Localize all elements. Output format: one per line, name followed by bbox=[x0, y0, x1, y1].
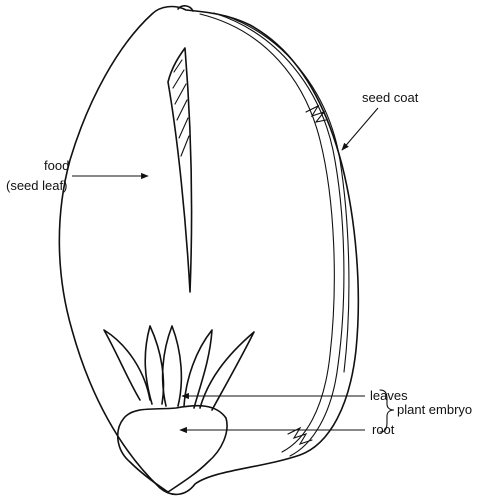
embryo-leaf-1 bbox=[103, 329, 151, 401]
embryo-leaf-5 bbox=[199, 331, 255, 411]
embryo-root bbox=[117, 404, 228, 493]
seed-outline bbox=[58, 5, 360, 496]
label-food: food bbox=[44, 158, 69, 173]
seed-coat-line-3 bbox=[225, 15, 350, 373]
label-seed-coat: seed coat bbox=[362, 90, 419, 105]
label-leaves: leaves bbox=[370, 388, 408, 403]
seed-tip bbox=[177, 5, 194, 12]
embryo-leaf-4 bbox=[183, 329, 213, 409]
embryo-leaf-3 bbox=[161, 325, 183, 407]
seed-coat-line-2 bbox=[213, 12, 345, 457]
seed-leaf bbox=[167, 47, 193, 293]
arrow-seed-coat bbox=[341, 107, 379, 151]
label-seed-leaf: (seed leaf) bbox=[6, 178, 67, 193]
label-root: root bbox=[372, 422, 395, 437]
coat-tear-upper bbox=[305, 104, 327, 123]
seed-leaf-hatch bbox=[172, 59, 190, 157]
plant-embryo-brace bbox=[379, 389, 395, 433]
label-plant-embryo: plant embryo bbox=[397, 402, 472, 417]
coat-tear-lower bbox=[287, 426, 313, 445]
seed-coat-line-1 bbox=[199, 13, 335, 453]
